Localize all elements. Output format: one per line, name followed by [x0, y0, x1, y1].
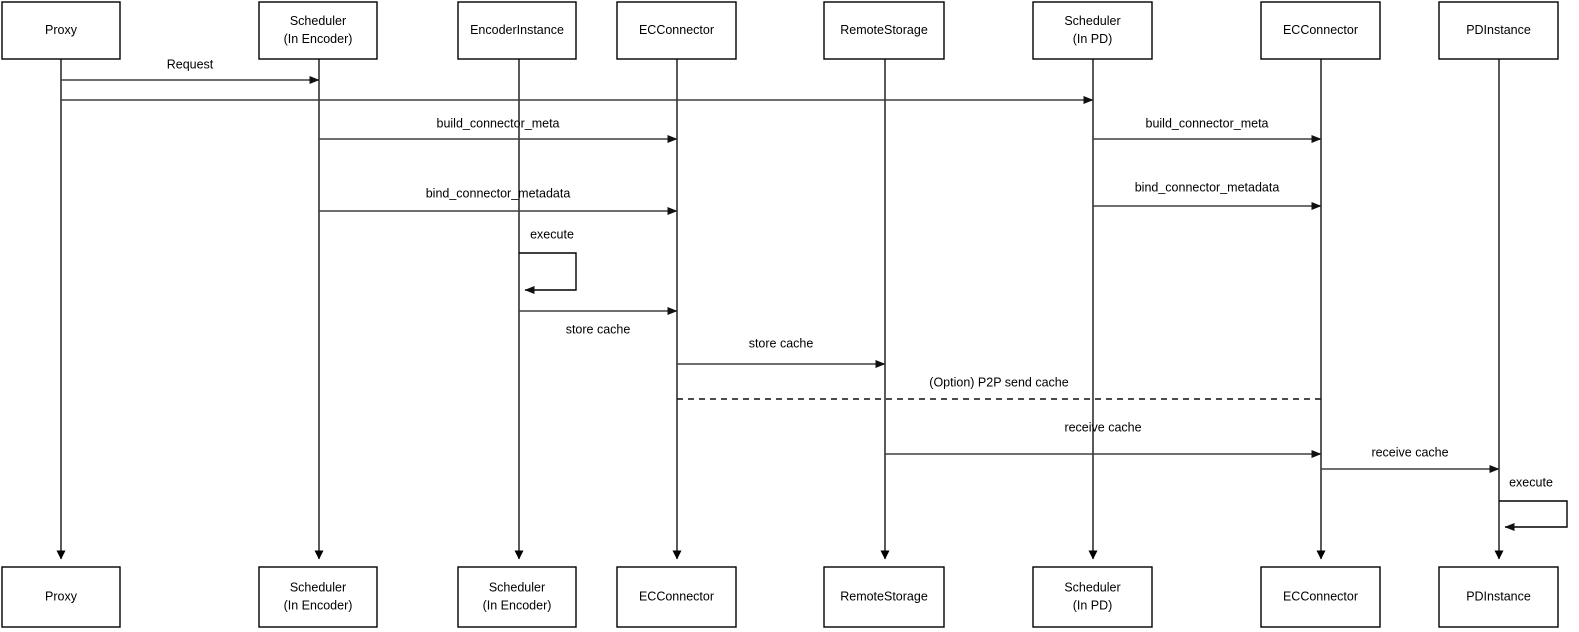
message-build-connector-meta-left[interactable]: build_connector_meta: [319, 116, 678, 143]
participant-label-line2: (In Encoder): [284, 598, 353, 612]
participant-box-frame: [1032, 566, 1153, 628]
participant-label: Proxy: [45, 23, 78, 37]
participant-label-line2: (In PD): [1073, 32, 1113, 46]
participant-box-frame: [823, 1, 945, 60]
participant-box-bottom-scheduler-encoder[interactable]: Scheduler (In Encoder): [258, 566, 378, 628]
participant-box-bottom-remote-storage[interactable]: RemoteStorage: [823, 566, 945, 628]
participant-label: ECConnector: [1283, 23, 1358, 37]
participant-label-line1: Scheduler: [489, 580, 545, 594]
self-message-execute-pd-instance[interactable]: execute: [1499, 475, 1568, 531]
participant-box-bottom-pd-instance[interactable]: PDInstance: [1438, 566, 1559, 628]
participant-box-top-encoder-instance[interactable]: EncoderInstance: [457, 1, 577, 60]
participant-label-line2: (In Encoder): [483, 598, 552, 612]
participant-label: RemoteStorage: [840, 23, 928, 37]
self-message-execute-encoder-instance[interactable]: execute: [519, 227, 577, 294]
participant-box-top-ec-connector-right[interactable]: ECConnector: [1260, 1, 1381, 60]
participant-box-bottom-scheduler-pd[interactable]: Scheduler (In PD): [1032, 566, 1153, 628]
message-label: receive cache: [1064, 420, 1141, 434]
message-label: build_connector_meta: [1146, 116, 1269, 130]
participant-box-top-scheduler-pd[interactable]: Scheduler (In PD): [1032, 1, 1153, 60]
participant-box-frame: [258, 566, 378, 628]
message-receive-cache-remotestorage-to-ecconnector[interactable]: receive cache: [885, 420, 1322, 458]
participant-label-line1: Scheduler: [290, 580, 346, 594]
participant-label: RemoteStorage: [840, 589, 928, 603]
participant-label-line1: Scheduler: [1064, 14, 1120, 28]
self-message-label: execute: [1509, 475, 1553, 489]
participant-label-line2: (In PD): [1073, 598, 1113, 612]
message-label: store cache: [566, 322, 631, 336]
message-label: bind_connector_metadata: [426, 186, 571, 200]
message-label: bind_connector_metadata: [1135, 180, 1280, 194]
participant-box-top-proxy[interactable]: Proxy: [1, 1, 121, 60]
participant-label-line1: Scheduler: [290, 14, 346, 28]
message-label: Request: [167, 57, 214, 71]
message-store-cache-encoder-to-ecconnector[interactable]: store cache: [519, 307, 678, 336]
participant-label: PDInstance: [1466, 589, 1531, 603]
participant-label: ECConnector: [639, 589, 714, 603]
message-build-connector-meta-right[interactable]: build_connector_meta: [1093, 116, 1322, 143]
message-label: store cache: [749, 336, 814, 350]
participant-box-frame: [1032, 1, 1153, 60]
participant-label: Proxy: [45, 589, 78, 603]
participant-label-line2: (In Encoder): [284, 32, 353, 46]
participant-box-frame: [1438, 1, 1559, 60]
participant-box-frame: [457, 566, 577, 628]
participant-box-top-scheduler-encoder[interactable]: Scheduler (In Encoder): [258, 1, 378, 60]
self-message-path: [519, 252, 577, 294]
participant-label: ECConnector: [1283, 589, 1358, 603]
participant-box-frame: [1, 1, 121, 60]
participant-label: ECConnector: [639, 23, 714, 37]
self-message-path: [1499, 500, 1568, 531]
participant-box-frame: [823, 566, 945, 628]
participant-box-frame: [457, 1, 577, 60]
participant-box-frame: [1438, 566, 1559, 628]
participant-label: EncoderInstance: [470, 23, 564, 37]
messages-layer: Request build_connector_meta build_connect…: [61, 57, 1568, 531]
participant-label: PDInstance: [1466, 23, 1531, 37]
participant-box-top-remote-storage[interactable]: RemoteStorage: [823, 1, 945, 60]
message-bind-connector-metadata-left[interactable]: bind_connector_metadata: [319, 186, 678, 215]
participant-box-frame: [616, 566, 737, 628]
participant-box-bottom-proxy[interactable]: Proxy: [1, 566, 121, 628]
bottom-participant-boxes: Proxy Scheduler (In Encoder) Scheduler (In E…: [1, 566, 1559, 628]
participant-box-bottom-encoder-instance[interactable]: Scheduler (In Encoder): [457, 566, 577, 628]
message-label: receive cache: [1371, 445, 1448, 459]
message-request[interactable]: Request: [61, 57, 320, 84]
message-bind-connector-metadata-right[interactable]: bind_connector_metadata: [1093, 180, 1322, 210]
participant-label-line1: Scheduler: [1064, 580, 1120, 594]
message-receive-cache-ecconnector-to-pdinstance[interactable]: receive cache: [1321, 445, 1500, 473]
participant-box-frame: [1, 566, 121, 628]
participant-box-frame: [258, 1, 378, 60]
top-participant-boxes: Proxy Scheduler (In Encoder) EncoderInstanc…: [1, 1, 1559, 60]
message-label: build_connector_meta: [437, 116, 560, 130]
participant-box-top-ec-connector-left[interactable]: ECConnector: [616, 1, 737, 60]
participant-box-bottom-ec-connector-right[interactable]: ECConnector: [1260, 566, 1381, 628]
message-p2p-send-cache[interactable]: (Option) P2P send cache: [677, 375, 1321, 400]
lifelines-layer: [56, 59, 1504, 560]
self-message-label: execute: [530, 227, 574, 241]
participant-box-frame: [1260, 1, 1381, 60]
participant-box-bottom-ec-connector-left[interactable]: ECConnector: [616, 566, 737, 628]
participant-box-frame: [1260, 566, 1381, 628]
message-store-cache-ecconnector-to-remotestorage[interactable]: store cache: [677, 336, 886, 368]
message-label: (Option) P2P send cache: [929, 375, 1068, 389]
participant-box-top-pd-instance[interactable]: PDInstance: [1438, 1, 1559, 60]
participant-box-frame: [616, 1, 737, 60]
